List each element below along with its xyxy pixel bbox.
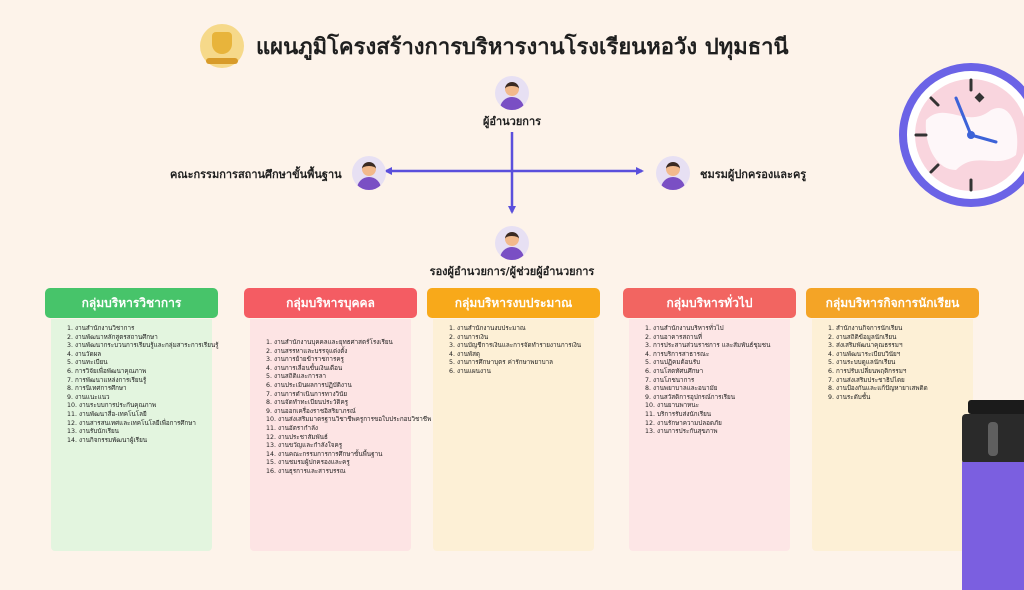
deputy-node: รองผู้อำนวยการ/ผู้ช่วยผู้อำนวยการ — [412, 226, 612, 280]
list-item: 3. การประสานส่วนราชการ และสัมพันธ์ชุมชน — [645, 342, 771, 350]
group-student-affairs-title: กลุ่มบริหารกิจการนักเรียน — [806, 288, 979, 318]
list-item: 6. การวิจัยเพื่อพัฒนาคุณภาพ — [67, 367, 147, 375]
list-item: 1. งานสำนักงานงบประมาณ — [449, 325, 526, 332]
list-item: 8. งานป้องกันและแก้ปัญหายาเสพติด — [828, 385, 928, 393]
list-item: 5. งานสถิติและการลา — [266, 373, 327, 381]
list-item: 5. งานทะเบียน — [67, 359, 108, 367]
list-item: 12. งานสารสนเทศและเทคโนโลยีเพื่อการศึกษา — [67, 419, 196, 427]
list-item: 10. งานยานพาหนะ — [645, 402, 699, 410]
list-item: 3. งานบัญชีการเงินและการจัดทำรายงานการเง… — [449, 342, 582, 350]
list-item: 13. งานรับนักเรียน — [67, 428, 119, 436]
list-item: 4. งานพัสดุ — [449, 350, 481, 358]
list-item: 4. การบริการสาธารณะ — [645, 350, 710, 358]
list-item: 2. งานสรรหาและบรรจุแต่งตั้ง — [266, 347, 348, 355]
clock-decoration-icon — [899, 63, 1024, 207]
list-item: 2. งานการเงิน — [449, 333, 489, 341]
director-label: ผู้อำนวยการ — [482, 115, 542, 128]
group-general-title: กลุ่มบริหารทั่วไป — [623, 288, 796, 318]
group-budget: กลุ่มบริหารงบประมาณ 1. งานสำนักงานงบประม… — [427, 288, 600, 551]
list-item: 11. บริการรับส่งนักเรียน — [645, 410, 712, 418]
list-item: 14. งานกิจกรรมพัฒนาผู้เรียน — [67, 436, 148, 444]
list-item: 9. งานระดับชั้น — [828, 393, 871, 401]
school-emblem-icon — [200, 24, 244, 68]
list-item: 7. งานส่งเสริมประชาธิปไตย — [828, 376, 905, 384]
parents-node: ชมรมผู้ปกครองและครู — [656, 156, 806, 190]
list-item: 8. การนิเทศการศึกษา — [67, 385, 127, 393]
list-item: 3. ส่งเสริมพัฒนาคุณธรรมฯ — [828, 342, 903, 350]
list-item: 6. การปรับเปลี่ยนพฤติกรรมฯ — [828, 367, 907, 375]
list-item: 1. งานสำนักงานบริหารทั่วไป — [645, 325, 724, 332]
list-item: 1. สำนักงานกิจการนักเรียน — [828, 325, 903, 332]
list-item: 7. งานการดำเนินการทางวินัย — [266, 390, 348, 398]
list-item: 6. งานประเมินผลการปฏิบัติงาน — [266, 381, 352, 389]
list-item: 1. งานสำนักงานวิชาการ — [67, 325, 135, 332]
person-avatar-icon — [656, 156, 690, 190]
tumbler-decoration-icon — [962, 400, 1024, 590]
list-item: 8. งานจัดทำทะเบียนประวัติครู — [266, 399, 349, 407]
list-item: 12. งานประชาสัมพันธ์ — [266, 433, 328, 441]
list-item: 1. งานสำนักงานบุคคลและยุทธศาสตร์โรงเรียน — [266, 339, 393, 346]
header: แผนภูมิโครงสร้างการบริหารงานโรงเรียนหอวั… — [200, 24, 789, 68]
group-personnel: กลุ่มบริหารบุคคล 1. งานสำนักงานบุคคลและย… — [244, 288, 431, 551]
group-academic: กลุ่มบริหารวิชาการ 1. งานสำนักงานวิชาการ… — [45, 288, 219, 551]
list-item: 5. งานปฏิคมต้อนรับ — [645, 359, 701, 367]
list-item: 13. งานการประกันสุขภาพ — [645, 428, 718, 436]
list-item: 6. งานแผนงาน — [449, 367, 491, 375]
page-title: แผนภูมิโครงสร้างการบริหารงานโรงเรียนหอวั… — [256, 34, 789, 60]
list-item: 15. งานชมรมผู้ปกครองและครู — [266, 459, 350, 467]
person-avatar-icon — [495, 226, 529, 260]
list-item: 11. งานพัฒนาสื่อ-เทคโนโลยี — [67, 410, 147, 418]
director-node: ผู้อำนวยการ — [470, 76, 554, 130]
org-connectors — [384, 132, 644, 214]
list-item: 4. งานพัฒนาระเบียบวินัยฯ — [828, 350, 901, 358]
group-budget-title: กลุ่มบริหารงบประมาณ — [427, 288, 600, 318]
person-avatar-icon — [351, 156, 386, 190]
list-item: 2. งานอาคารสถานที่ — [645, 333, 703, 341]
list-item: 2. งานสถิติข้อมูลนักเรียน — [828, 333, 897, 341]
list-item: 4. งานวัดผล — [67, 350, 102, 358]
list-item: 9. งานแนะแนว — [67, 393, 110, 401]
group-student-affairs: กลุ่มบริหารกิจการนักเรียน 1. สำนักงานกิจ… — [806, 288, 979, 551]
list-item: 11. งานอัตรากำลัง — [266, 424, 319, 432]
group-general: กลุ่มบริหารทั่วไป 1. งานสำนักงานบริหารทั… — [623, 288, 796, 551]
parents-label: ชมรมผู้ปกครองและครู — [700, 168, 807, 181]
group-personnel-list: 1. งานสำนักงานบุคคลและยุทธศาสตร์โรงเรียน… — [250, 319, 432, 551]
list-item: 5. งานระบบดูแลนักเรียน — [828, 359, 896, 367]
list-item: 6. งานโสตทัศนศึกษา — [645, 367, 704, 375]
list-item: 3. งานพัฒนากระบวนการเรียนรู้และกลุ่มสาระ… — [67, 342, 219, 350]
list-item: 16. งานธุรการและสารบรรณ — [266, 467, 346, 475]
list-item: 14. งานคณะกรรมการการศึกษาขั้นพื้นฐาน — [266, 450, 383, 458]
list-item: 5. งานการศึกษาบุตร ค่ารักษาพยาบาล — [449, 359, 554, 367]
list-item: 7. งานโภชนาการ — [645, 376, 695, 384]
list-item: 13. งานขวัญและกำลังใจครู — [266, 442, 343, 450]
board-label: คณะกรรมการสถานศึกษาขั้นพื้นฐาน — [170, 168, 342, 181]
board-node: คณะกรรมการสถานศึกษาขั้นพื้นฐาน — [170, 156, 386, 190]
group-personnel-title: กลุ่มบริหารบุคคล — [244, 288, 417, 318]
list-item: 9. งานสวัสดิการอุปกรณ์การเรียน — [645, 393, 736, 401]
group-academic-title: กลุ่มบริหารวิชาการ — [45, 288, 218, 318]
list-item: 9. งานออกเครื่องราชอิสริยาภรณ์ — [266, 407, 356, 415]
list-item: 3. งานการย้ายข้าราชการครู — [266, 356, 344, 364]
list-item: 4. งานการเลื่อนขั้นเงินเดือน — [266, 364, 343, 372]
deputy-label: รองผู้อำนวยการ/ผู้ช่วยผู้อำนวยการ — [429, 265, 595, 278]
list-item: 7. การพัฒนาแหล่งการเรียนรู้ — [67, 376, 147, 384]
list-item: 2. งานพัฒนาหลักสูตรสถานศึกษา — [67, 333, 158, 341]
list-item: 8. งานพยาบาลและอนามัย — [645, 385, 718, 393]
list-item: 10. งานส่งเสริมมาตรฐานวิชาชีพครูการขอใบป… — [266, 416, 432, 424]
list-item: 10. งานระบบการประกันคุณภาพ — [67, 402, 157, 410]
list-item: 12. งานรักษาความปลอดภัย — [645, 419, 722, 427]
person-avatar-icon — [495, 76, 529, 110]
